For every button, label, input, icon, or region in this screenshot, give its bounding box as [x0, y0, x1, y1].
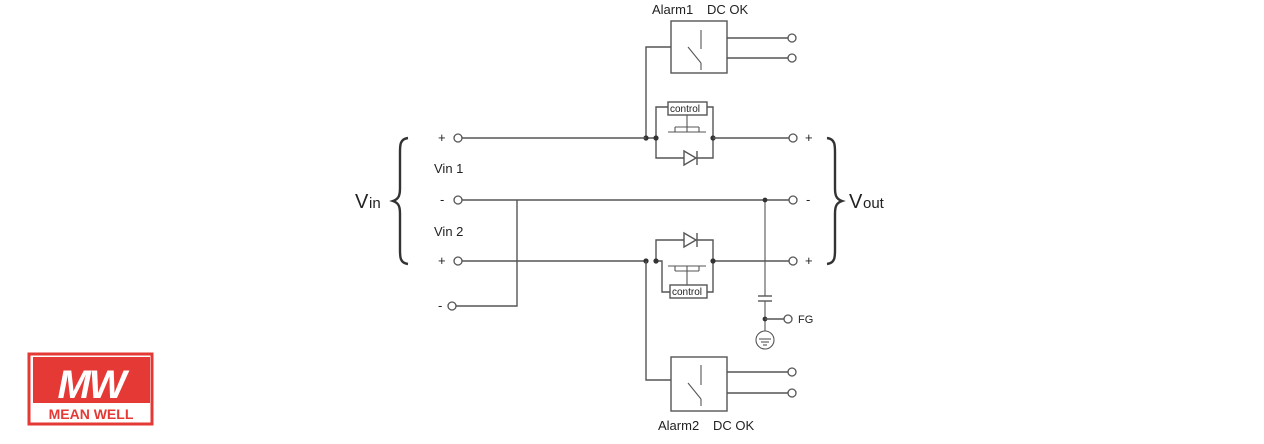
vin1-plus-sign: +: [438, 130, 446, 145]
logo-text: MEAN WELL: [49, 406, 134, 422]
vin2-plus-sign: +: [438, 253, 446, 268]
fg-terminal[interactable]: [783, 314, 793, 324]
control-label-1: control: [670, 104, 700, 115]
dc-ok-label-2: DC OK: [713, 418, 755, 433]
vin-label-sub: in: [369, 195, 381, 212]
dc-ok-label-1: DC OK: [707, 2, 749, 17]
vin1-minus-sign: -: [440, 192, 444, 207]
oring-block-2: control: [655, 231, 714, 299]
vout-plus-sign-2: +: [805, 253, 813, 268]
vout-brace: [826, 136, 846, 266]
alarm1-sense-wire: [645, 46, 671, 138]
alarm2-terminal-2[interactable]: [787, 388, 797, 398]
logo-mark: MW: [57, 363, 129, 407]
vin1-label: Vin 1: [434, 161, 463, 176]
alarm1-relay: [670, 20, 728, 74]
vout-plus-terminal-2[interactable]: [788, 256, 798, 266]
vin2-minus-terminal[interactable]: [447, 301, 457, 311]
vout-label-main: V: [849, 191, 863, 213]
vin-label-main: V: [355, 191, 369, 213]
alarm2-relay: [670, 356, 728, 412]
alarm2-label: Alarm2: [658, 418, 699, 433]
alarm2-sense-wire: [645, 261, 671, 381]
fg-ground-circuit: [755, 200, 793, 350]
mean-well-logo: MW MEAN WELL: [27, 352, 154, 426]
control-label-2: control: [672, 287, 702, 298]
vin2-label: Vin 2: [434, 224, 463, 239]
vout-plus-sign-1: +: [805, 130, 813, 145]
vin-brace: [389, 136, 409, 266]
alarm1-terminal-1[interactable]: [787, 33, 797, 43]
vin1-plus-terminal[interactable]: [453, 133, 463, 143]
oring-block-1: control: [646, 101, 714, 167]
vin2-minus-sign: -: [438, 298, 442, 313]
vout-label-sub: out: [863, 195, 885, 212]
fg-label: FG: [798, 314, 813, 326]
vout-minus-terminal[interactable]: [788, 195, 798, 205]
vin1-minus-terminal[interactable]: [453, 195, 463, 205]
vout-minus-sign: -: [806, 192, 810, 207]
alarm1-terminal-2[interactable]: [787, 53, 797, 63]
vout-plus-terminal-1[interactable]: [788, 133, 798, 143]
alarm2-terminal-1[interactable]: [787, 367, 797, 377]
vin2-plus-terminal[interactable]: [453, 256, 463, 266]
alarm1-label: Alarm1: [652, 2, 693, 17]
